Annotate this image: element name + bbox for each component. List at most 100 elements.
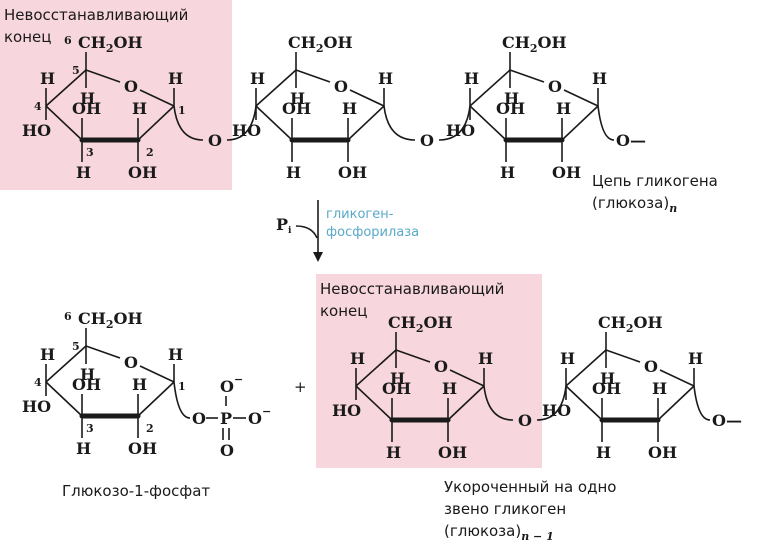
plus-sign: + — [294, 378, 307, 396]
nonreducing-end-label-top-line2: конец — [4, 28, 51, 46]
glycosidic-link-top-2: O — [383, 105, 471, 150]
hydroxyl-group: OH — [648, 443, 677, 462]
hydroxyl-group: OH — [552, 163, 581, 182]
phosphate-oxygen-double: O — [220, 441, 234, 460]
glucose-1-phosphate-label: Глюкозо-1-фосфат — [62, 482, 210, 500]
chain-end-bottom: O— — [693, 385, 742, 430]
h-atom: H — [132, 99, 147, 118]
h-atom: H — [592, 69, 607, 88]
h-atom: H — [442, 379, 457, 398]
phosphate-reagent-label: Pi — [276, 215, 292, 236]
phosphate-oxygen-right: O− — [248, 405, 271, 428]
carbon-number-3: 3 — [86, 146, 94, 159]
h-atom: H — [250, 69, 265, 88]
h-atom: H — [556, 99, 571, 118]
nonreducing-end-highlight-bottom — [316, 274, 542, 468]
hydroxyl-group: OH — [338, 163, 367, 182]
ring-oxygen: O — [434, 357, 448, 376]
carbon-number-2: 2 — [146, 146, 154, 159]
h-atom: H — [500, 163, 515, 182]
carbon-number-4: 4 — [34, 100, 42, 113]
h-atom: H — [688, 349, 703, 368]
ring-oxygen: O — [644, 357, 658, 376]
hydroxyl-group: OH — [496, 99, 525, 118]
hydroxyl-group: HO — [332, 401, 361, 420]
h-atom: H — [286, 163, 301, 182]
chain-continuation: O— — [616, 131, 646, 150]
h-atom: H — [478, 349, 493, 368]
phosphate-oxygen-top: O− — [220, 373, 243, 396]
h-atom: H — [386, 443, 401, 462]
carbon-number-2: 2 — [146, 422, 154, 435]
chain-end-top: O— — [597, 105, 646, 150]
hydroxyl-group: OH — [128, 163, 157, 182]
h-atom: H — [378, 69, 393, 88]
hydroxyl-group: OH — [128, 439, 157, 458]
nonreducing-end-label-bottom-line1: Невосстанавливающий — [320, 280, 504, 298]
hydroxyl-group: OH — [282, 99, 311, 118]
hydroxyl-group: OH — [438, 443, 467, 462]
ester-oxygen: O — [192, 409, 206, 428]
hydroxyl-group: OH — [72, 99, 101, 118]
hydroxyl-group: HO — [22, 397, 51, 416]
h-atom: H — [560, 349, 575, 368]
h-atom: H — [464, 69, 479, 88]
shortened-glycogen-label-line3: (глюкоза)n − 1 — [444, 522, 554, 543]
h-atom: H — [390, 369, 405, 388]
carbon-number-6: 6 — [64, 310, 72, 323]
enzyme-label-line1: гликоген- — [326, 207, 394, 222]
hydroxyl-group: OH — [382, 379, 411, 398]
glycosidic-link-bottom: O — [483, 385, 567, 430]
h-atom: H — [342, 99, 357, 118]
ring-oxygen: O — [124, 77, 138, 96]
ch2oh-group: CH2OH — [78, 33, 143, 55]
h-atom: H — [76, 439, 91, 458]
ring-oxygen: O — [334, 77, 348, 96]
hydroxyl-group: HO — [22, 121, 51, 140]
reaction-arrow — [295, 200, 323, 262]
enzyme-label-line2: фосфорилаза — [326, 225, 419, 240]
h-atom: H — [40, 345, 55, 364]
glycosidic-link-top-1: O — [173, 105, 257, 150]
ch2oh-group: CH2OH — [598, 313, 663, 335]
h-atom: H — [76, 163, 91, 182]
hydroxyl-group: OH — [592, 379, 621, 398]
h-atom: H — [290, 89, 305, 108]
h-atom: H — [80, 89, 95, 108]
glycogen-chain-label-line2: (глюкоза)n — [592, 194, 677, 215]
glycogen-chain-label-line1: Цепь гликогена — [592, 172, 718, 190]
phosphorus-atom: P — [220, 409, 232, 428]
carbon-number-5: 5 — [72, 64, 80, 77]
nonreducing-end-highlight-top — [0, 0, 232, 190]
ring-oxygen: O — [548, 77, 562, 96]
h-atom: H — [652, 379, 667, 398]
h-atom: H — [600, 369, 615, 388]
glycosidic-oxygen: O — [208, 131, 222, 150]
h-atom: H — [132, 375, 147, 394]
h-atom: H — [504, 89, 519, 108]
shortened-glycogen-label-line2: звено гликоген — [444, 500, 566, 518]
nonreducing-end-label-top-line1: Невосстанавливающий — [4, 6, 188, 24]
carbon-number-3: 3 — [86, 422, 94, 435]
glycosidic-oxygen: O — [518, 411, 532, 430]
carbon-number-6: 6 — [64, 34, 72, 47]
glycosidic-oxygen: O — [420, 131, 434, 150]
chain-continuation: O— — [712, 411, 742, 430]
hydroxyl-group: OH — [72, 375, 101, 394]
h-atom: H — [596, 443, 611, 462]
ring-oxygen: O — [124, 353, 138, 372]
carbon-number-1: 1 — [178, 104, 186, 117]
h-atom: H — [168, 345, 183, 364]
h-atom: H — [80, 365, 95, 384]
h-atom: H — [40, 69, 55, 88]
